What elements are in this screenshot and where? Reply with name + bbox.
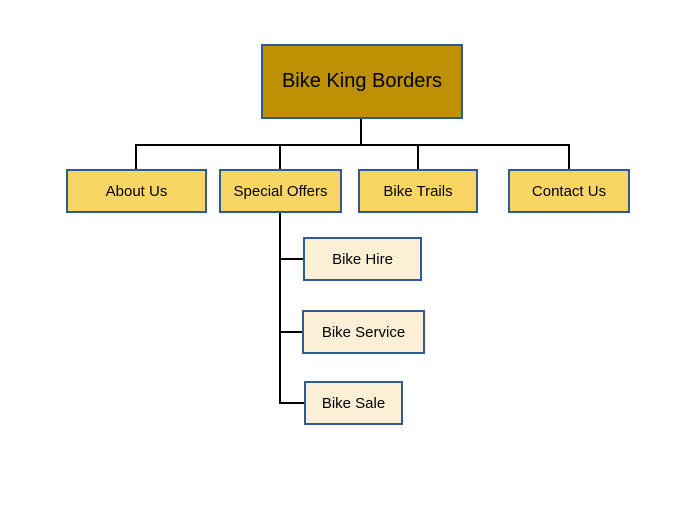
connector-drop-special-offers — [279, 145, 281, 169]
connector-root-stem — [360, 119, 362, 146]
connector-special-offers-stem — [279, 213, 281, 404]
connector-branch-bike-sale — [280, 402, 304, 404]
connector-level2-bus — [135, 144, 570, 146]
node-bike-hire-label: Bike Hire — [332, 250, 393, 268]
connector-drop-contact-us — [568, 145, 570, 169]
node-bike-king-borders-label: Bike King Borders — [281, 70, 443, 92]
node-about-us-label: About Us — [105, 182, 168, 200]
connector-drop-bike-trails — [417, 145, 419, 169]
node-special-offers[interactable]: Special Offers — [219, 169, 342, 213]
node-bike-service-label: Bike Service — [321, 323, 406, 341]
node-special-offers-label: Special Offers — [233, 182, 328, 200]
node-bike-sale-label: Bike Sale — [321, 394, 386, 412]
node-bike-trails-label: Bike Trails — [383, 182, 453, 200]
connector-branch-bike-hire — [280, 258, 303, 260]
node-contact-us[interactable]: Contact Us — [508, 169, 630, 213]
node-bike-king-borders[interactable]: Bike King Borders — [261, 44, 463, 119]
node-bike-trails[interactable]: Bike Trails — [358, 169, 478, 213]
node-contact-us-label: Contact Us — [531, 182, 607, 200]
node-bike-sale[interactable]: Bike Sale — [304, 381, 403, 425]
connector-branch-bike-service — [280, 331, 302, 333]
node-bike-service[interactable]: Bike Service — [302, 310, 425, 354]
node-bike-hire[interactable]: Bike Hire — [303, 237, 422, 281]
connector-drop-about-us — [135, 145, 137, 169]
node-about-us[interactable]: About Us — [66, 169, 207, 213]
